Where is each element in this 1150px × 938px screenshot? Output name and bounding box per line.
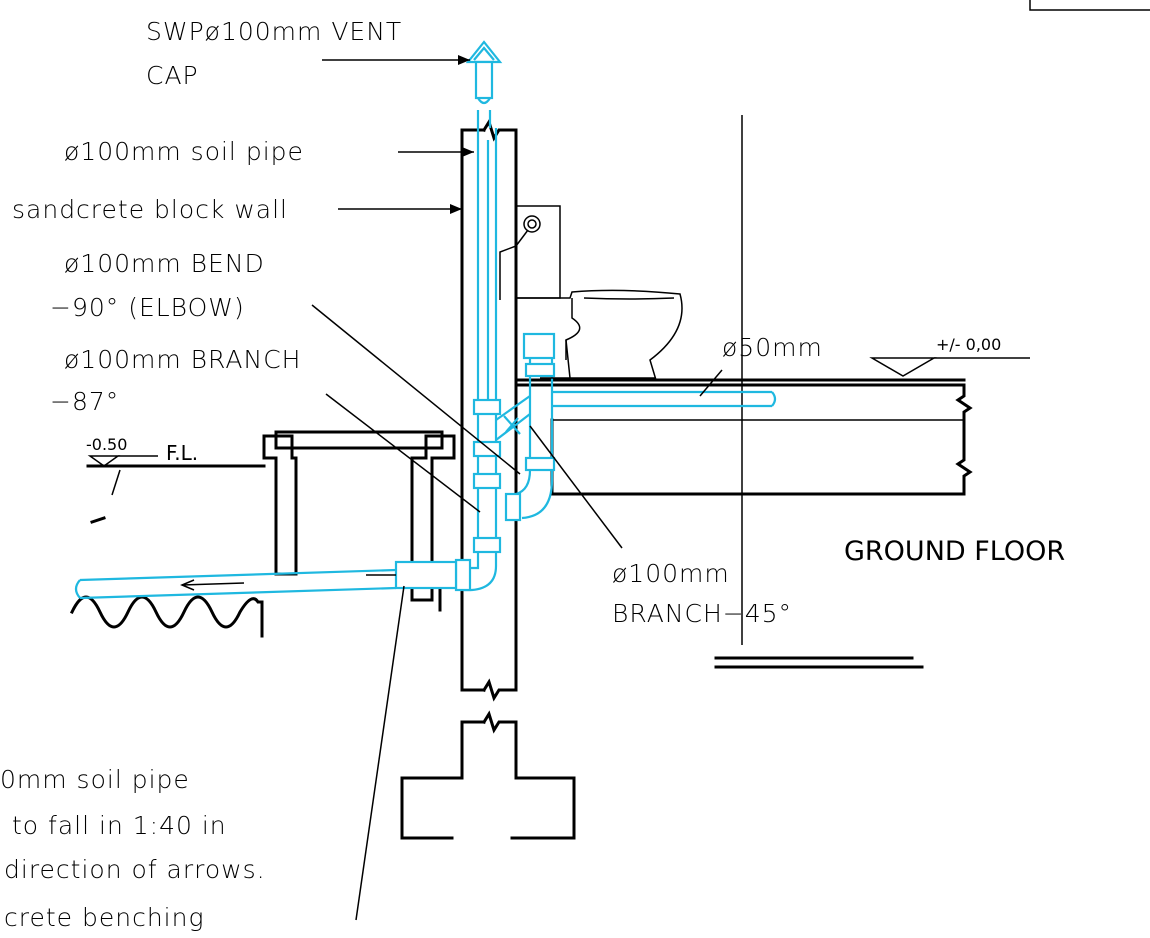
ground-floor-slab bbox=[514, 378, 973, 496]
flow-arrow bbox=[180, 579, 245, 591]
title-frame-fragment bbox=[1029, 0, 1150, 11]
vent-cap-label-1: SWPø100mm VENT bbox=[146, 17, 402, 46]
branch45-label-2: BRANCH−45° bbox=[612, 599, 792, 628]
branch45-label-1: ø100mm bbox=[612, 559, 730, 588]
level-marker-external: -0.50 F.L. bbox=[86, 435, 198, 467]
branch87-label-2: −87° bbox=[50, 387, 119, 416]
level-floor-text: +/- 0,00 bbox=[936, 335, 1001, 354]
bend-label-1: ø100mm BEND bbox=[64, 249, 265, 278]
annotation-labels: SWPø100mm VENT CAP ø100mm soil pipe sand… bbox=[0, 17, 1065, 932]
soil-pipe-label: ø100mm soil pipe bbox=[64, 137, 304, 166]
level-fl-label: F.L. bbox=[166, 441, 198, 465]
leader-lines bbox=[311, 55, 723, 921]
level-fl-value: -0.50 bbox=[86, 435, 127, 454]
block-wall-label: sandcrete block wall bbox=[12, 195, 288, 224]
bench-label-1: crete benching bbox=[4, 903, 204, 932]
bend-90-elbow bbox=[394, 558, 498, 592]
level-marker-floor: +/- 0,00 bbox=[869, 335, 1030, 377]
pipe50-label: ø50mm bbox=[722, 333, 823, 362]
external-ground bbox=[70, 464, 266, 638]
note-label-2: to fall in 1:40 in bbox=[12, 811, 227, 840]
branch87-label-1: ø100mm BRANCH bbox=[64, 345, 301, 374]
ground-floor-label: GROUND FLOOR bbox=[844, 536, 1065, 567]
wc-cistern bbox=[499, 205, 561, 300]
vent-cap-label-2: CAP bbox=[146, 61, 199, 90]
drain-pipe bbox=[74, 568, 397, 600]
wc-pan bbox=[516, 289, 683, 381]
note-label-3: direction of arrows. bbox=[4, 855, 266, 884]
foundation-footing bbox=[400, 710, 576, 840]
grid-line bbox=[714, 115, 924, 669]
bend-label-2: −90° (ELBOW) bbox=[50, 293, 245, 322]
soil-stack-pipe bbox=[472, 128, 502, 560]
vent-cap bbox=[465, 40, 503, 128]
wc-branch-pipes bbox=[495, 332, 777, 522]
note-label-1: 0mm soil pipe bbox=[0, 765, 190, 794]
